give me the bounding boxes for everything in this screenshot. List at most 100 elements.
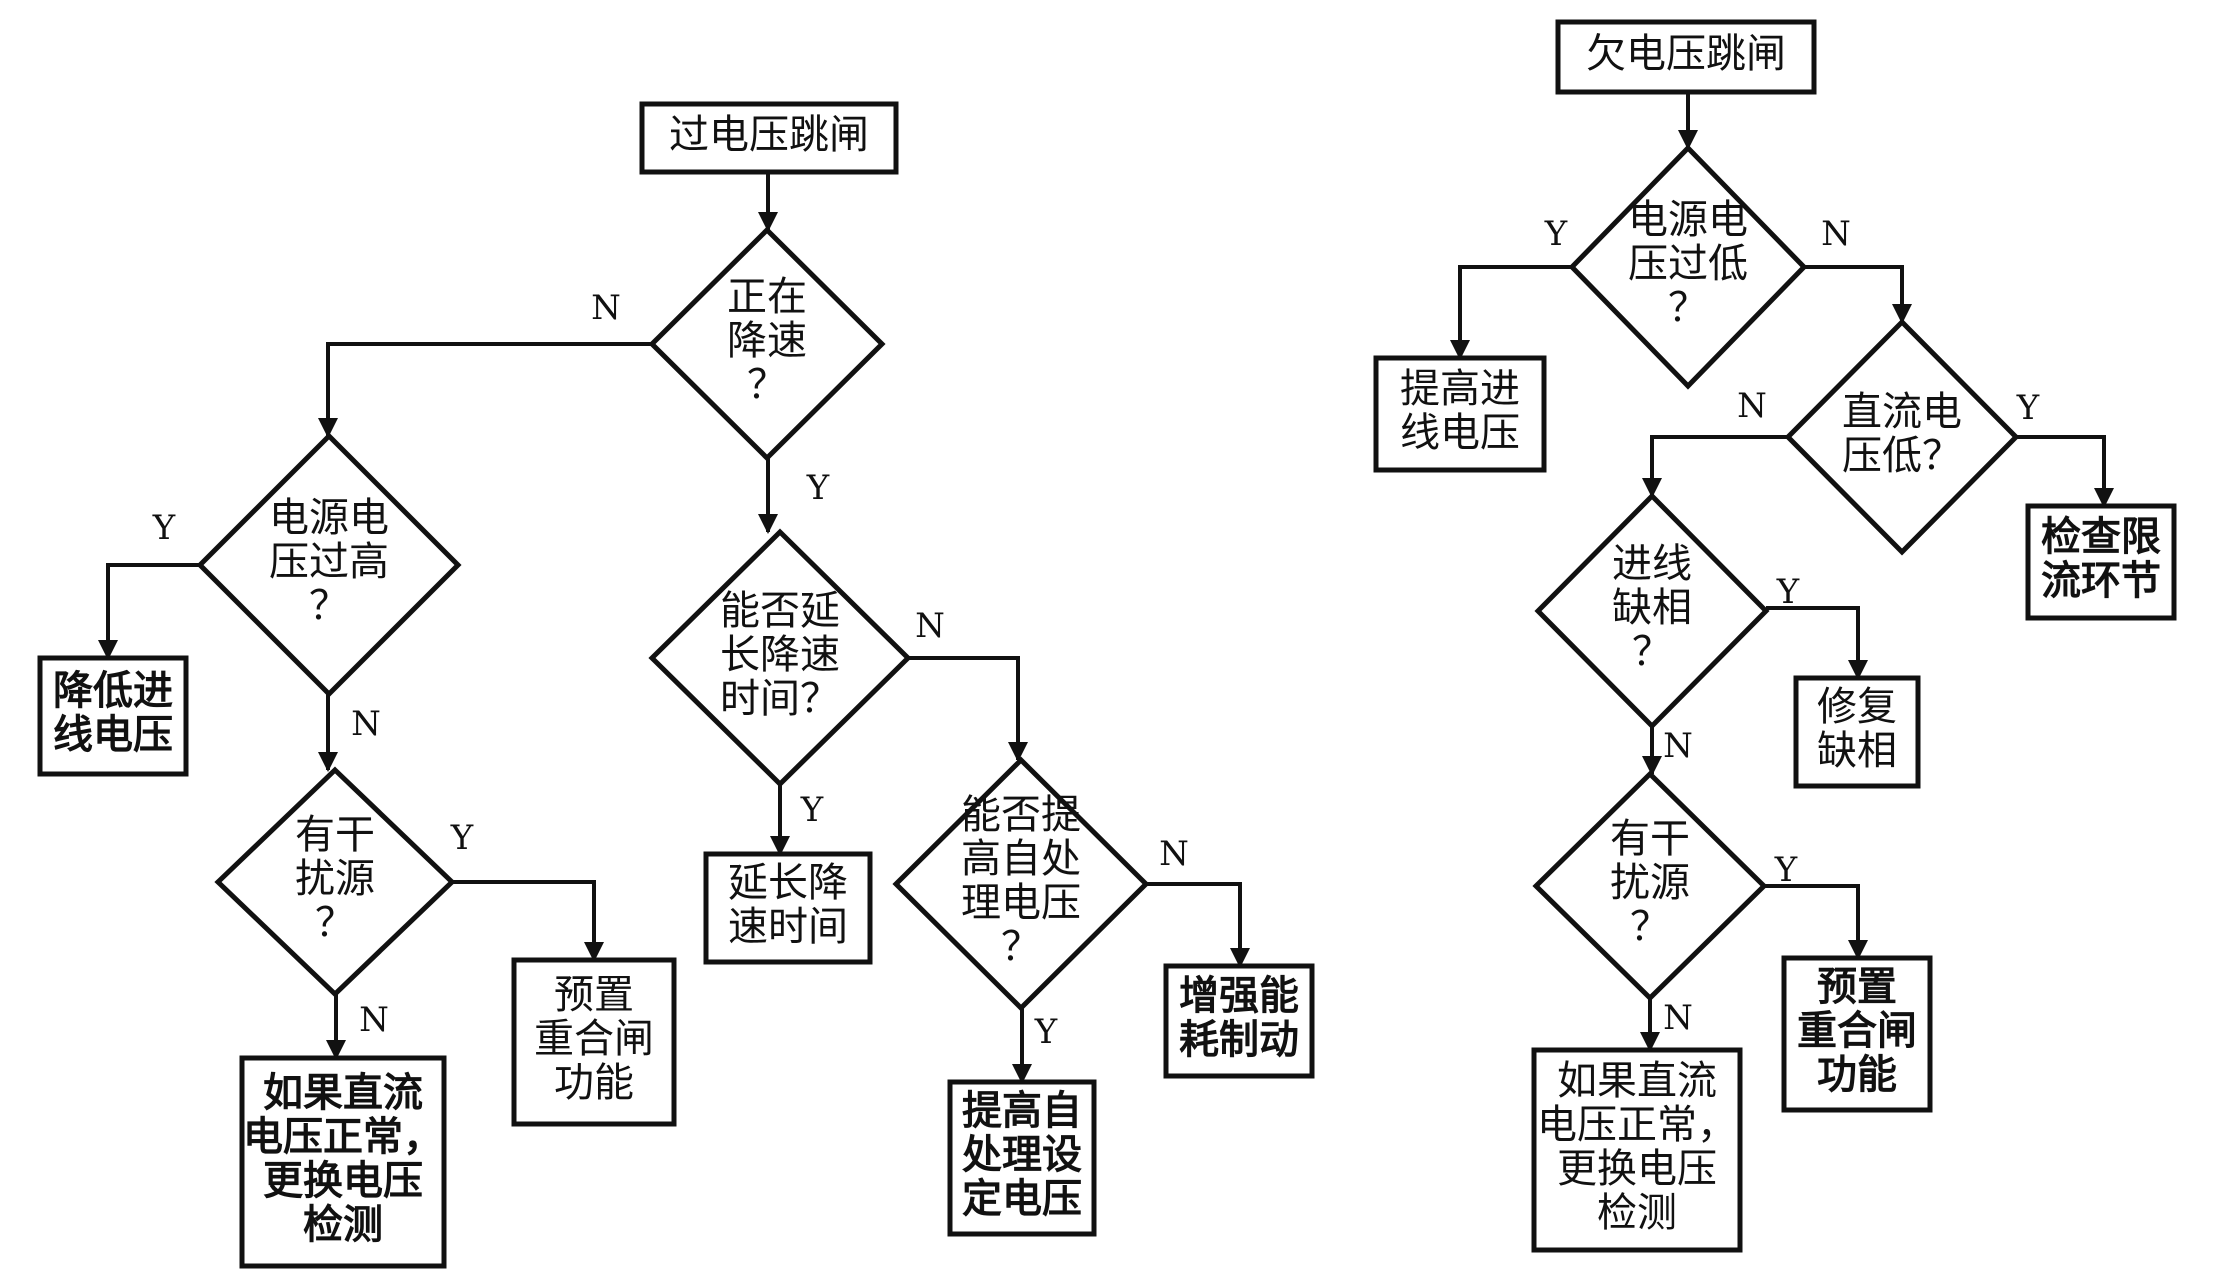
- node-label-line: ？: [747, 362, 787, 408]
- edge-ov_d5-to-ov_b5: [1146, 882, 1250, 968]
- decision-diamond: [196, 432, 462, 698]
- node-label-line: 能否延: [720, 588, 840, 634]
- node-label-line: 电压正常，: [243, 1113, 443, 1160]
- edge-label-no: N: [351, 704, 381, 744]
- decision-diamond: [892, 756, 1150, 1012]
- process-box: [1531, 1047, 1743, 1253]
- edge-label-yes: Y: [1774, 850, 1798, 890]
- node-label-line: 定电压: [962, 1175, 1082, 1222]
- edge-label-no: N: [915, 606, 945, 646]
- edge-label-yes: Y: [800, 790, 824, 830]
- edge-uv_d3-to-uv_b3: [1766, 606, 1868, 680]
- decision-diamond: [1784, 318, 2020, 556]
- process-ov-start: 过电压跳闸: [639, 101, 899, 175]
- node-label-line: 扰源: [295, 856, 375, 902]
- process-box: [703, 851, 873, 965]
- process-box: [639, 101, 899, 175]
- nodes-layer: 过电压跳闸正在降速？电源电压过高？降低进线电压有干扰源？预置重合闸功能如果直流电…: [37, 19, 2177, 1269]
- edge-uv_d4-to-uv_b4: [1764, 884, 1868, 960]
- node-label-line: 耗制动: [1179, 1016, 1299, 1063]
- node-label-line: ？: [1001, 924, 1041, 970]
- edge-label-yes: Y: [152, 508, 176, 548]
- node-label-line: 检测: [1597, 1190, 1677, 1236]
- node-label-line: 线电压: [53, 711, 173, 758]
- node-label-line: 如果直流: [1557, 1058, 1717, 1104]
- node-label-line: 电源电: [1628, 197, 1748, 243]
- edge-ov_d3-to-ov_b2: [452, 880, 604, 962]
- process-uv-start: 欠电压跳闸: [1555, 19, 1817, 95]
- edge-label-yes: Y: [1034, 1012, 1058, 1052]
- decision-diamond: [1532, 770, 1768, 1002]
- decision-diamond: [1568, 144, 1808, 390]
- node-label-line: ？: [1668, 285, 1708, 331]
- node-label-line: 电源电: [269, 495, 389, 541]
- node-label-line: 重合闸: [534, 1016, 654, 1062]
- node-label-line: 处理设: [962, 1131, 1082, 1178]
- node-label-line: 时间？: [720, 676, 840, 722]
- edge-label-no: N: [591, 288, 621, 328]
- process-box: [1163, 963, 1315, 1079]
- process-box: [1793, 675, 1921, 789]
- edge-label-no: N: [1821, 214, 1851, 254]
- node-label-line: 缺相: [1817, 728, 1897, 774]
- node-label-line: 流环节: [2041, 557, 2161, 604]
- edge-label-no: N: [1663, 726, 1693, 766]
- node-label-line: 直流电: [1842, 389, 1962, 435]
- process-box: [37, 655, 189, 777]
- node-label-line: 压低？: [1842, 433, 1962, 479]
- node-label-line: 进线: [1612, 541, 1692, 587]
- node-label-line: 过电压跳闸: [669, 112, 869, 158]
- node-label-line: 预置: [554, 972, 634, 1018]
- edge-label-no: N: [359, 1000, 389, 1040]
- node-label-line: ？: [1632, 629, 1672, 675]
- process-box: [1555, 19, 1817, 95]
- node-label-line: 检测: [303, 1201, 383, 1248]
- decision-diamond: [1534, 492, 1770, 730]
- edge-label-yes: Y: [2016, 388, 2040, 428]
- node-label-line: ？: [1630, 904, 1670, 950]
- process-box: [947, 1079, 1097, 1237]
- node-label-line: 功能: [1817, 1051, 1897, 1098]
- node-label-line: 线电压: [1400, 410, 1520, 456]
- edge-uv_d2-to-uv_d3: [1642, 435, 1788, 498]
- node-label-line: 更换电压: [1557, 1146, 1717, 1192]
- node-label-line: 功能: [554, 1060, 634, 1106]
- edge-ov_d2-to-ov_b1: [98, 563, 200, 660]
- edge-ov_d1-to-ov_d2: [318, 342, 652, 438]
- node-label-line: 高自处: [961, 836, 1081, 882]
- process-box: [1373, 355, 1547, 473]
- node-label-line: 速时间: [728, 904, 848, 950]
- node-label-line: 压过低: [1628, 241, 1748, 287]
- node-label-line: 欠电压跳闸: [1586, 31, 1786, 77]
- edge-uv_d2-to-uv_b2: [2016, 435, 2114, 508]
- edge-uv_d1-to-uv_b1: [1450, 265, 1572, 360]
- node-label-line: 重合闸: [1797, 1007, 1917, 1054]
- node-label-line: 增强能: [1179, 972, 1299, 1019]
- decision-diamond: [648, 226, 886, 462]
- edge-label-yes: Y: [450, 818, 474, 858]
- node-label-line: 有干: [1610, 816, 1690, 862]
- node-label-line: ？: [309, 583, 349, 629]
- node-label-line: 提高自: [962, 1087, 1082, 1134]
- node-label-line: 如果直流: [263, 1069, 423, 1116]
- node-label-line: 电压正常，: [1537, 1102, 1737, 1148]
- edge-label-no: N: [1159, 834, 1189, 874]
- node-label-line: 降低进: [53, 667, 173, 714]
- decision-diamond: [648, 528, 912, 788]
- node-label-line: 扰源: [1610, 860, 1690, 906]
- node-label-line: 延长降: [728, 860, 848, 906]
- process-box: [239, 1055, 447, 1269]
